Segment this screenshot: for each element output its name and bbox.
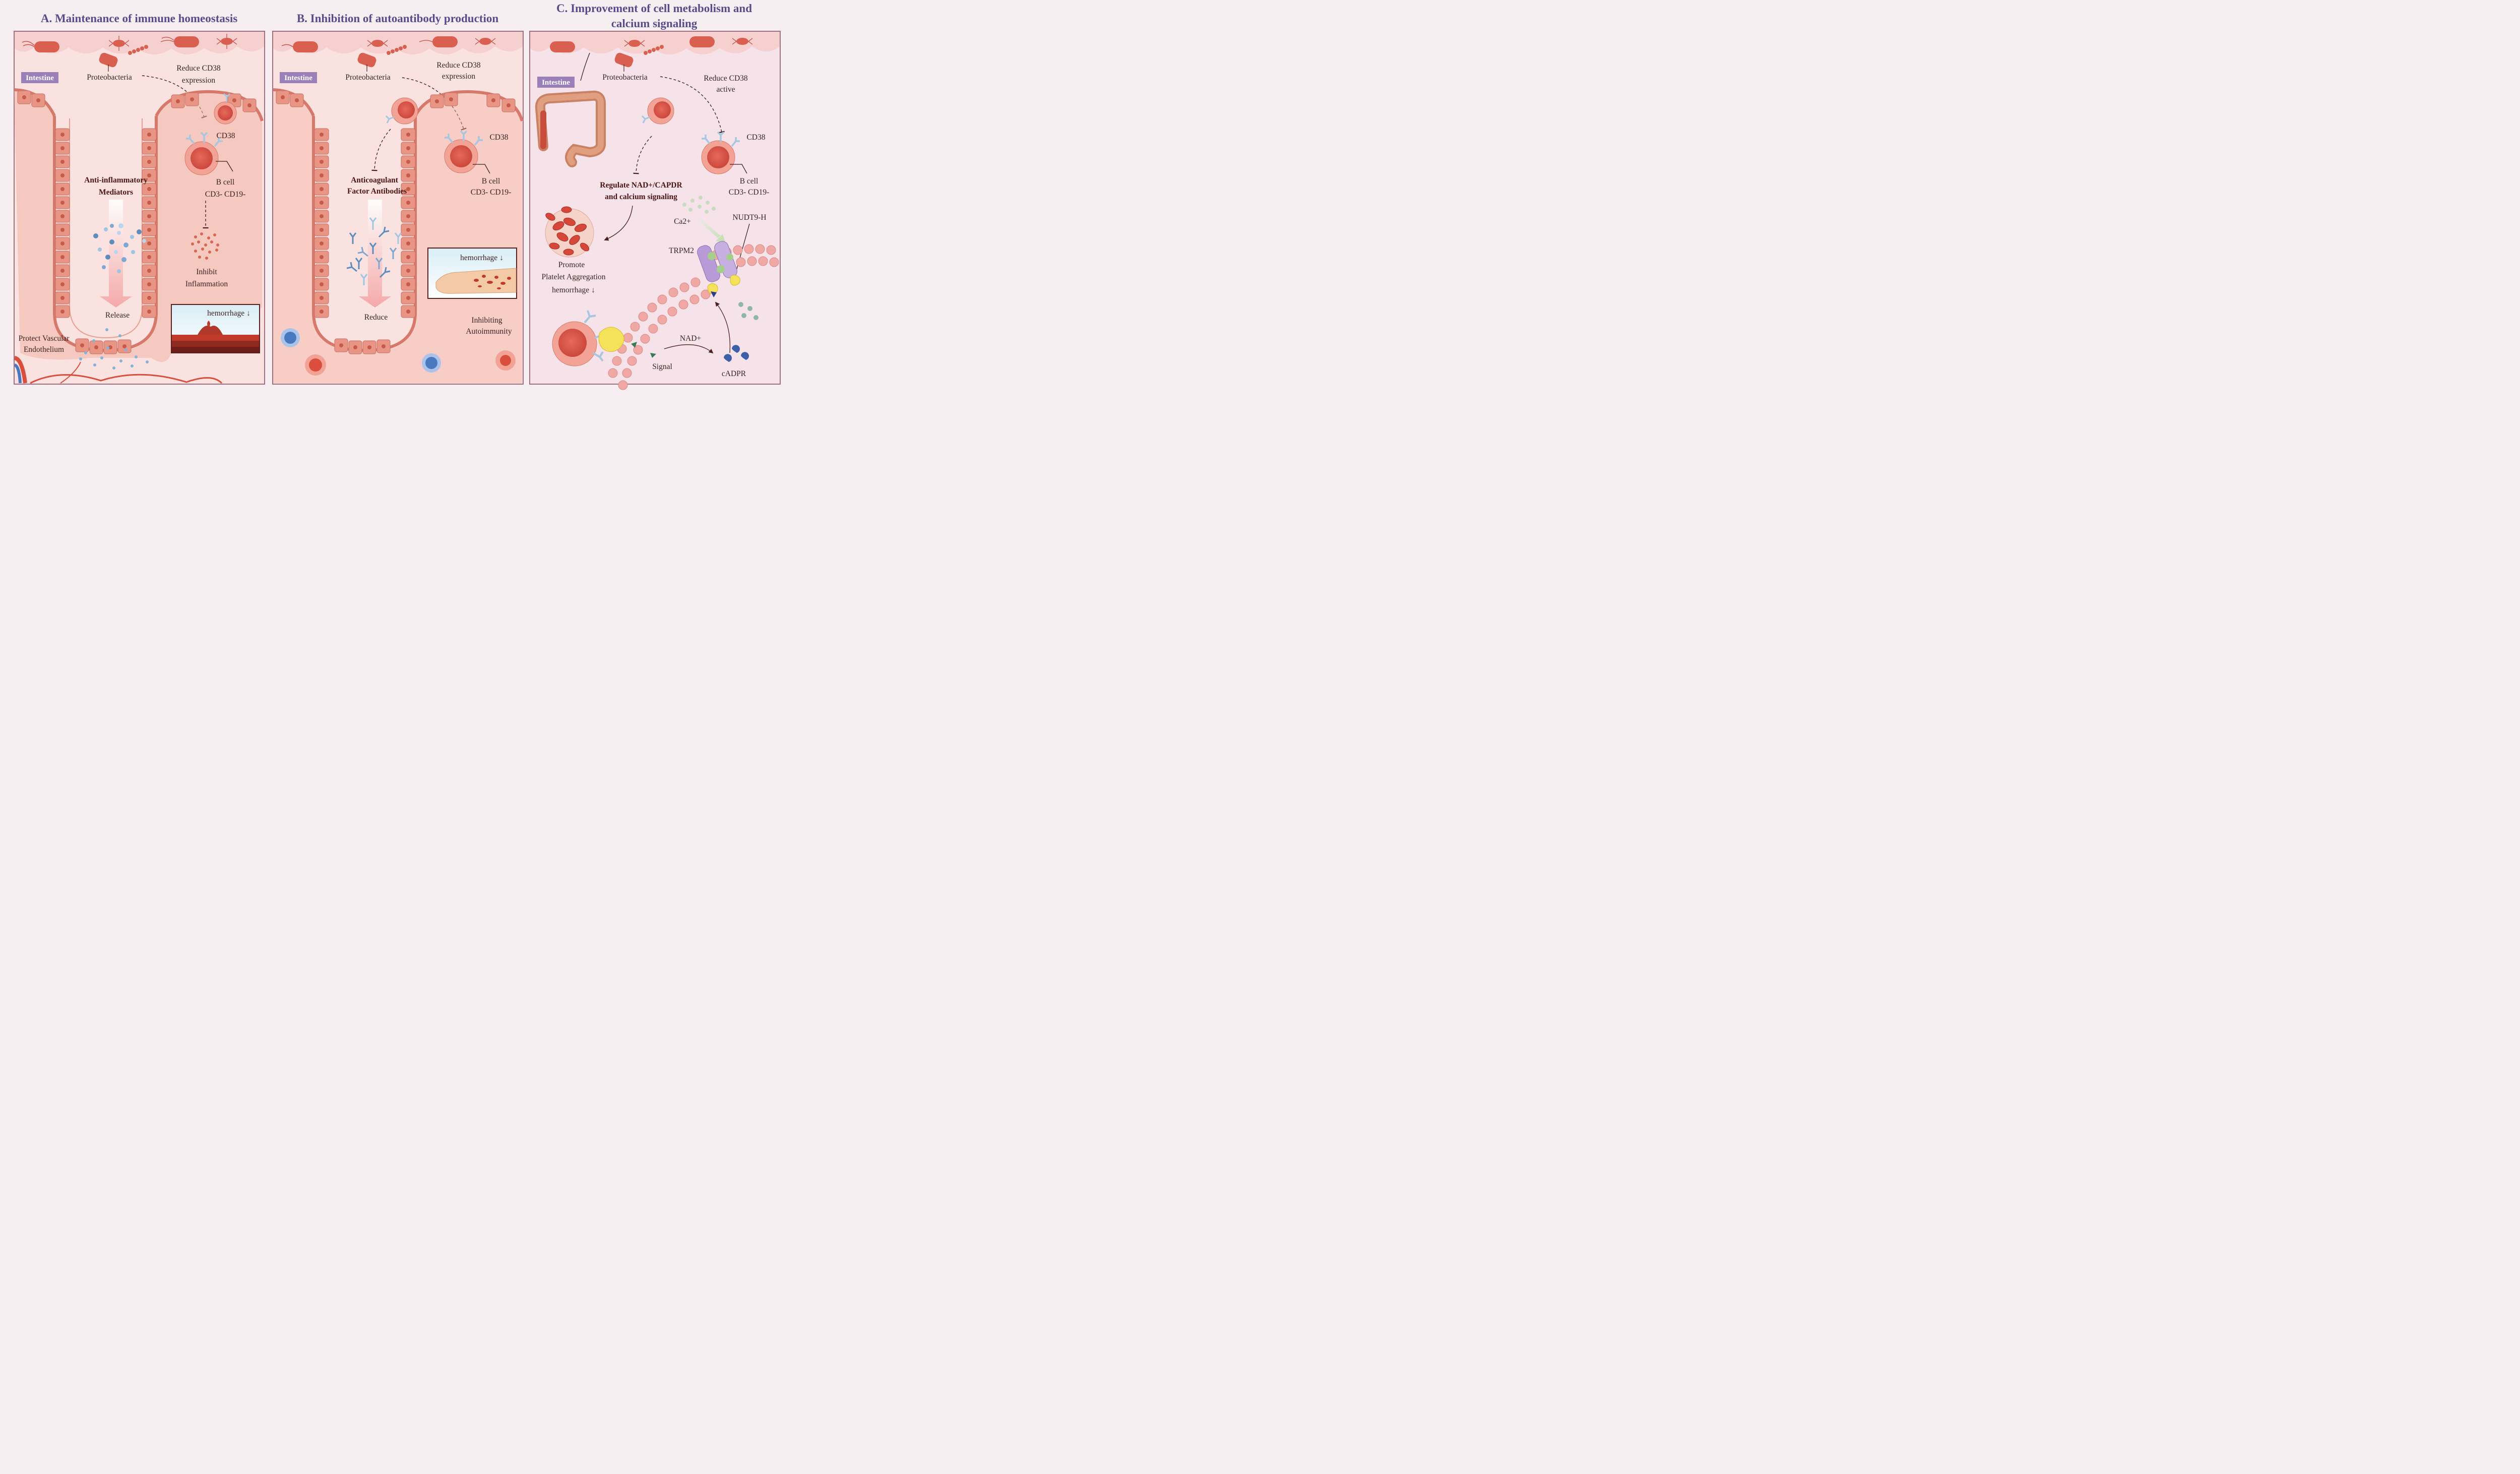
cell-membrane	[608, 244, 779, 390]
proteobacteria-label: Proteobacteria	[602, 73, 648, 82]
reduce-cd38-label: Reduce CD38	[176, 64, 221, 73]
b-cell-icon	[184, 93, 237, 175]
autoimmunity-label: Autoimmunity	[466, 327, 512, 336]
mediators-label: Anti-inflammatory	[84, 176, 148, 185]
panel-c-title-line2: calcium signaling	[611, 17, 698, 30]
b-cell-subtype-label: CD3- CD19-	[205, 190, 246, 199]
b-cell-subtype-label: CD3- CD19-	[729, 188, 770, 197]
reduce-arrow	[359, 200, 391, 308]
calcium-label: Ca2+	[674, 217, 691, 226]
hemorrhage-label: hemorrhage ↓	[460, 254, 503, 262]
hemorrhage-label: hemorrhage ↓	[552, 286, 595, 294]
signal-label: Signal	[652, 362, 672, 371]
calcium-influx-arrow	[698, 218, 726, 244]
endothelium-label: Endothelium	[24, 345, 64, 354]
panel-c: Intestine Proteobacteria Reduce CD38 act…	[529, 31, 781, 390]
antibody-icon	[346, 217, 402, 285]
cadpr-particles	[738, 302, 759, 320]
blood-cells	[281, 328, 516, 376]
b-cell-label: B cell	[216, 178, 235, 187]
diagram: A. Maintenance of immune homeostasis B. …	[14, 2, 781, 390]
intestine-tag	[280, 72, 317, 83]
intestine-tag	[537, 77, 575, 88]
b-cell-label: B cell	[740, 177, 759, 186]
panel-a-villi-band	[15, 32, 264, 54]
released-particles	[79, 328, 149, 370]
panel-b: Intestine Proteobacteria Reduce CD38 exp…	[272, 31, 524, 385]
inhibiting-label: Inhibiting	[471, 316, 502, 325]
arm-icon	[427, 248, 517, 299]
inflammation-particles	[191, 232, 219, 260]
mediator-particles	[93, 223, 146, 273]
nad-label: NAD+	[680, 334, 701, 343]
bacteria-icon	[22, 34, 237, 68]
intestine-tag	[21, 72, 58, 83]
reduce-label: Reduce	[364, 313, 388, 322]
panel-c-title-line1: C. Improvement of cell metabolism and	[556, 2, 752, 15]
calcium-particles	[682, 196, 716, 214]
inflammation-label: Inflammation	[185, 280, 228, 288]
reduce-cd38-label-line2: active	[716, 85, 735, 94]
antibodies-label: Anticoagulant	[351, 176, 399, 185]
nudt9-label: NUDT9-H	[732, 213, 766, 222]
intestine-tag-label: Intestine	[542, 79, 570, 87]
panel-b-title: B. Inhibition of autoantibody production	[297, 12, 498, 25]
bacteria-icon	[550, 36, 753, 68]
reduce-cd38-label-line2: expression	[182, 76, 216, 85]
vessel-icon	[14, 356, 223, 384]
promote-label: Promote	[558, 261, 585, 269]
regulate-label: Regulate NAD+/CAPDR	[600, 181, 682, 190]
proteobacteria-label: Proteobacteria	[345, 73, 391, 82]
cd38-label: CD38	[489, 133, 508, 142]
platelet-aggregation-label: Platelet Aggregation	[542, 273, 606, 281]
b-cell-icon	[552, 310, 656, 366]
cadpr-label: cADPR	[722, 370, 746, 378]
panel-b-villi-band	[273, 32, 523, 54]
proteobacteria-label: Proteobacteria	[87, 73, 132, 82]
protect-label: Protect Vascular	[19, 334, 70, 343]
mediators-label-line2: Mediators	[99, 188, 133, 197]
release-label: Release	[105, 311, 130, 320]
reduce-cd38-label-line2: expression	[442, 72, 476, 81]
panel-c-villi-band	[530, 32, 780, 54]
trpm2-channel-icon	[697, 241, 740, 297]
trpm2-label: TRPM2	[669, 247, 694, 255]
cd38-label: CD38	[216, 132, 235, 140]
reduce-cd38-label: Reduce CD38	[704, 74, 748, 83]
intestine-tag-label: Intestine	[284, 74, 312, 82]
skin-icon	[171, 304, 260, 353]
b-cell-subtype-label: CD3- CD19-	[471, 188, 512, 197]
bacteria-icon	[281, 36, 496, 68]
panel-a-title: A. Maintenance of immune homeostasis	[41, 12, 237, 25]
inhibit-label: Inhibit	[196, 268, 217, 276]
antibodies-label-line2: Factor Antibodies	[347, 187, 407, 196]
colon-icon	[535, 90, 606, 167]
cadpr-icon	[724, 345, 749, 362]
cd38-label: CD38	[746, 133, 765, 142]
reduce-cd38-label: Reduce CD38	[436, 61, 481, 70]
platelet-icon	[545, 206, 594, 258]
b-cell-icon	[641, 97, 740, 174]
panel-a: Intestine Proteobacteria Reduce CD38 exp…	[14, 31, 265, 385]
b-cell-label: B cell	[482, 177, 500, 186]
hemorrhage-label: hemorrhage ↓	[207, 309, 250, 318]
b-cell-icon	[385, 97, 483, 173]
intestine-tag-label: Intestine	[26, 74, 54, 82]
calcium-signaling-label: and calcium signaling	[605, 193, 677, 201]
